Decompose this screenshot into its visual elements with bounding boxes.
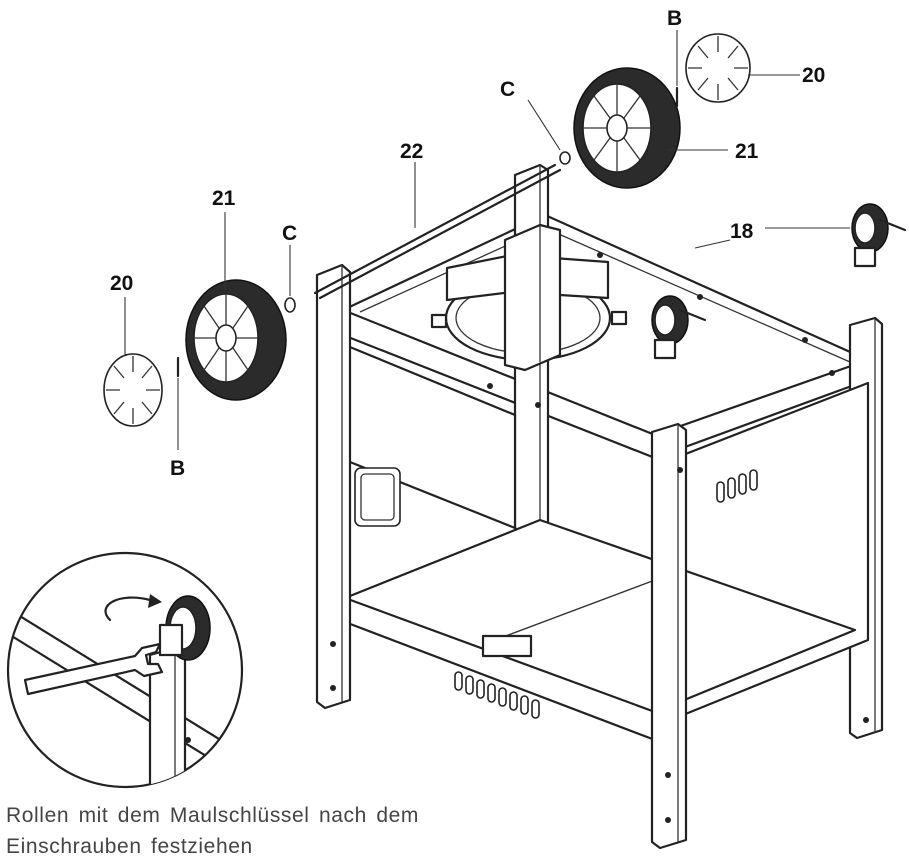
label-hubcap-left: 20: [110, 272, 133, 295]
label-washer-right: C: [500, 78, 515, 101]
side-vents-upper: [716, 469, 758, 503]
washer-right: [559, 151, 571, 165]
label-axle: 22: [400, 140, 423, 163]
label-screw-left: B: [170, 457, 185, 480]
label-wheel-left: 21: [212, 187, 236, 210]
leader-washer-right: [527, 99, 561, 151]
caster-front: [651, 295, 707, 360]
hubcap-left: [103, 353, 163, 427]
axle-rod: [313, 163, 562, 300]
label-washer-left: C: [282, 222, 297, 245]
label-caster: 18: [730, 220, 754, 243]
label-screw-top: B: [667, 7, 682, 30]
cart-frame: [315, 163, 884, 850]
hubcap-right: [685, 33, 751, 103]
caster-rear: [851, 203, 907, 268]
label-hubcap-right: 20: [802, 64, 825, 87]
leader-caster: [694, 239, 731, 249]
instruction-caption: Rollen mit dem Maulschlüssel nach dem Ei…: [6, 804, 420, 858]
label-wheel-right: 21: [735, 140, 759, 163]
front-vents: [454, 671, 540, 719]
detail-inset: [6, 551, 244, 789]
wheel-left: [185, 279, 287, 401]
washer-left: [284, 297, 296, 313]
wheel-right: [573, 67, 681, 189]
